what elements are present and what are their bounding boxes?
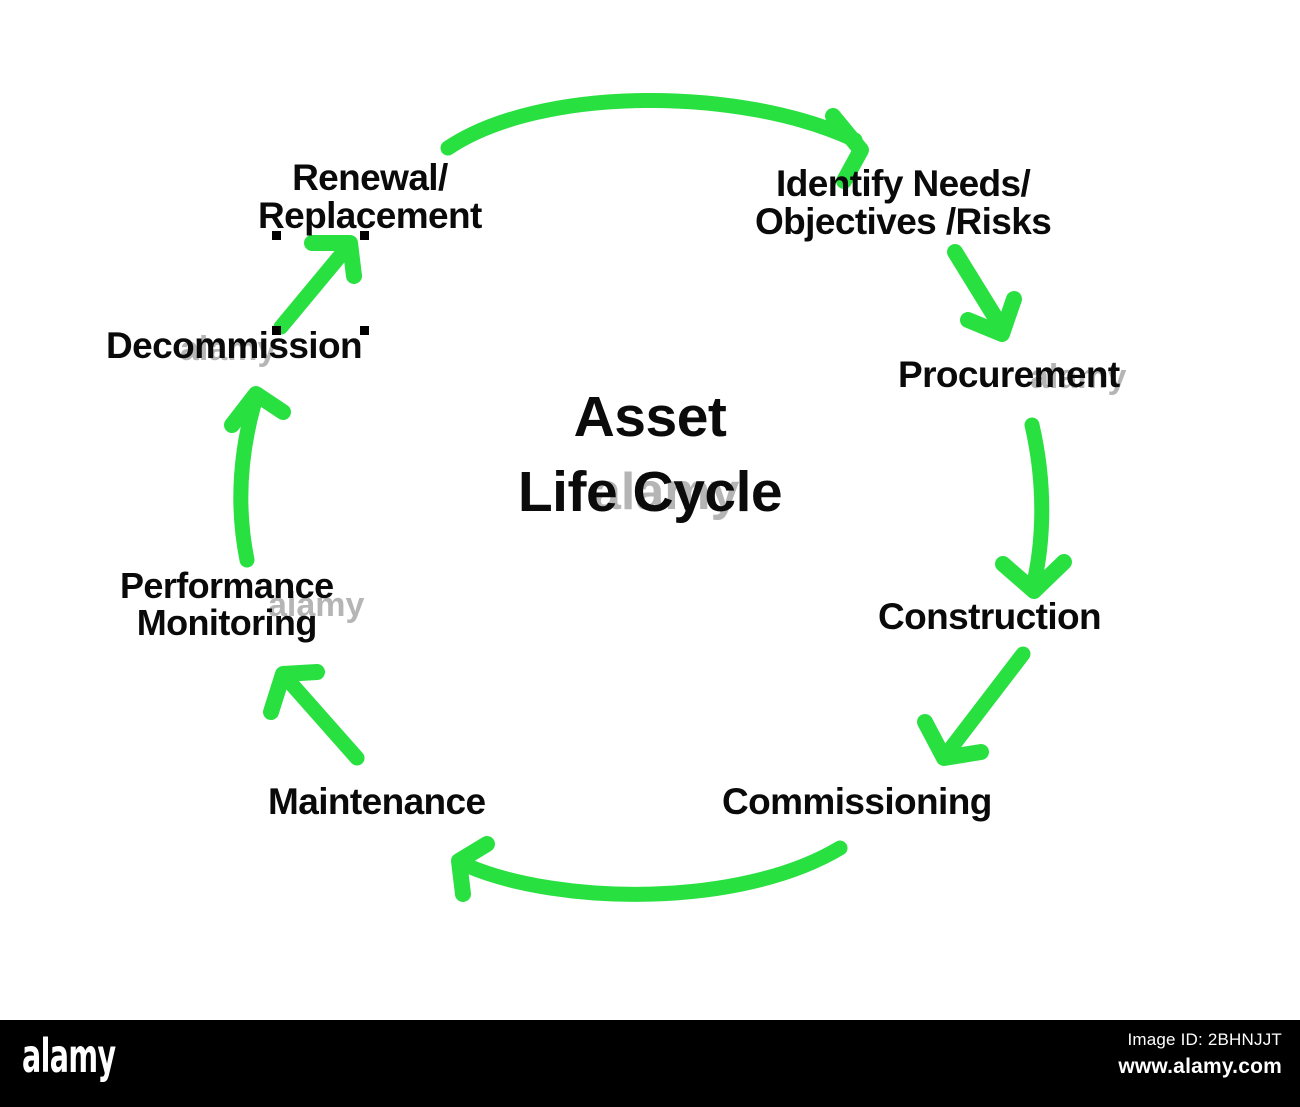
stage-line: Renewal/ [292,157,448,198]
image-id-text: Image ID: 2BHNJJT [1127,1030,1282,1049]
stage-line: Decommission [106,325,363,366]
stage-label-renewal-replacement[interactable]: Renewal/ Replacement [258,159,482,234]
stage-label-identify-needs[interactable]: Identify Needs/ Objectives /Risks [755,163,1052,242]
alamy-logo: alamy [22,1029,116,1083]
stage-line: Performance [120,565,334,606]
connector-commissioning-to-maintenance [451,836,848,902]
stage-label-procurement[interactable]: Procurement [898,356,1120,394]
connector-maintenance-to-performance [263,664,365,766]
watermark-info: Image ID: 2BHNJJT www.alamy.com [1118,1030,1282,1079]
stage-line: Identify Needs/ [776,163,1031,204]
stage-line: Construction [878,596,1102,637]
connector-construction-to-commissioning [917,646,1031,766]
diagram-title: Asset Life Cycle [0,380,1300,530]
stage-line: Procurement [898,354,1120,395]
selection-handle-top-right[interactable] [360,231,369,240]
selection-handle-top-left[interactable] [272,231,281,240]
stage-label-performance-monitoring[interactable]: Performance Monitoring [120,565,334,643]
connector-decommission-to-renewal[interactable] [273,235,362,335]
selection-handle-bottom-right[interactable] [360,326,369,335]
stage-label-maintenance[interactable]: Maintenance [268,783,486,821]
stage-line: Monitoring [136,601,318,643]
selection-handle-bottom-left[interactable] [272,326,281,335]
alamy-url-text[interactable]: www.alamy.com [1118,1055,1282,1078]
stage-line: Replacement [258,194,482,236]
stage-line: Commissioning [722,781,992,822]
diagram-title-line-1: Asset [573,385,727,449]
diagram-canvas: alamy alamy alamy alamy Asset Life Cycle… [0,92,1300,902]
stage-label-decommission[interactable]: Decommission [106,325,363,366]
stage-label-construction[interactable]: Construction [878,596,1102,637]
stage-label-commissioning[interactable]: Commissioning [722,783,992,821]
stage-line: Maintenance [268,781,486,822]
stage-line: Objectives /Risks [755,200,1052,242]
watermark-footer-bar: alamy Image ID: 2BHNJJT www.alamy.com [0,1020,1300,1107]
connector-identify-to-procurement [947,244,1022,342]
diagram-title-line-2: Life Cycle [517,460,783,525]
